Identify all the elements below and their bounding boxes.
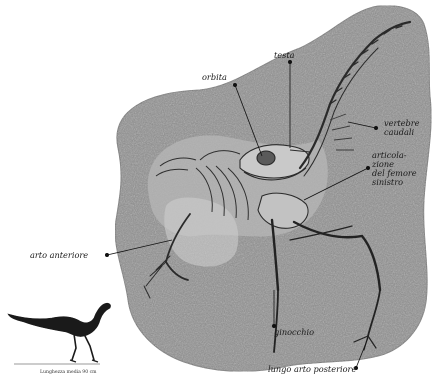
scale-caption: Lunghezza media 90 cm [40,369,97,375]
label-lungo-arto: lungo arto posteriore [268,364,356,374]
label-orbita: orbita [202,72,227,82]
label-ginocchio: ginocchio [274,327,314,337]
label-testa: testa [274,50,295,60]
dinosaur-silhouette [8,303,111,362]
label-arto-anteriore: arto anteriore [30,250,88,260]
